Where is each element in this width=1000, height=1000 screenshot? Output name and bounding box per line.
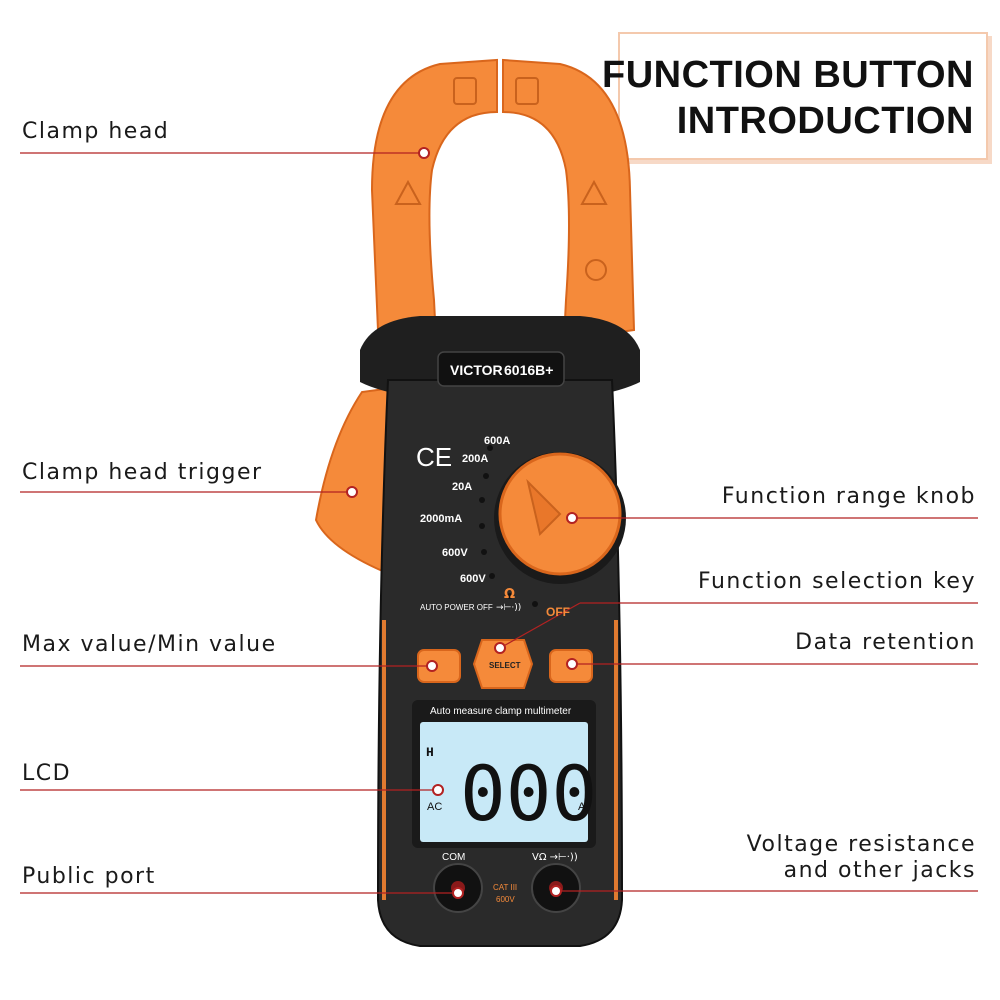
lcd-reading: 000 — [460, 749, 597, 838]
callout-voltage-jacks-line2: and other jacks — [783, 858, 976, 883]
lcd-unit: A — [578, 801, 586, 813]
port-com-label: COM — [442, 852, 465, 863]
range-600v-dc: 600V — [460, 573, 486, 585]
title-box: FUNCTION BUTTON INTRODUCTION — [602, 32, 988, 160]
leader-lines — [20, 152, 978, 894]
callout-voltage-jacks-line1: Voltage resistance — [746, 832, 976, 857]
clamp-jaw-right — [502, 58, 636, 342]
brand-plate — [437, 351, 565, 387]
range-20a: 20A — [452, 481, 472, 493]
range-2000ma: 2000mA — [420, 513, 462, 525]
select-button-label: SELECT — [489, 661, 521, 670]
title-line-2: INTRODUCTION — [676, 100, 974, 142]
callout-max-min: Max value/Min value — [22, 632, 277, 657]
callout-function-range-knob: Function range knob — [721, 484, 976, 509]
range-600v-ac: 600V — [442, 547, 468, 559]
warning-triangle-right-icon — [580, 179, 608, 205]
callout-clamp-head-trigger: Clamp head trigger — [22, 460, 263, 485]
callout-clamp-head: Clamp head — [22, 119, 170, 144]
brand-label: VICTOR — [450, 362, 503, 378]
callout-data-retention: Data retention — [795, 630, 976, 655]
cat-voltage: 600V — [496, 895, 515, 904]
ce-mark: CE — [416, 442, 452, 472]
select-button-shape — [472, 639, 534, 689]
range-600a: 600A — [484, 435, 510, 447]
callout-function-selection-key: Function selection key — [698, 569, 976, 594]
clamp-jaw-left — [370, 58, 498, 342]
range-ohm: Ω — [504, 587, 515, 602]
range-diode: →⊢·)) — [496, 603, 521, 613]
port-v-label: VΩ →⊢·)) — [532, 852, 578, 863]
lcd-mode: AC — [427, 801, 442, 813]
lcd-hold-indicator: H — [426, 745, 434, 760]
range-detents — [479, 445, 538, 607]
auto-power-off: AUTO POWER OFF — [420, 603, 493, 612]
callout-lcd: LCD — [22, 761, 72, 786]
leader-dots — [346, 147, 578, 899]
lcd-caption: Auto measure clamp multimeter — [430, 706, 572, 717]
range-200a: 200A — [462, 453, 488, 465]
clamp-trigger — [314, 386, 393, 577]
knob-pointer — [526, 478, 562, 536]
cat-rating: CAT III — [493, 883, 517, 892]
ground-symbol-icon — [585, 259, 607, 281]
warning-triangle-left-icon — [394, 179, 422, 205]
title-line-1: FUNCTION BUTTON — [602, 54, 974, 96]
jaw-ridge-left — [453, 77, 477, 105]
lcd-screen — [420, 722, 588, 842]
model-label: 6016B+ — [504, 362, 553, 378]
jaw-ridge-right — [515, 77, 539, 105]
callout-public-port: Public port — [22, 864, 156, 889]
off-label: OFF — [546, 605, 570, 619]
